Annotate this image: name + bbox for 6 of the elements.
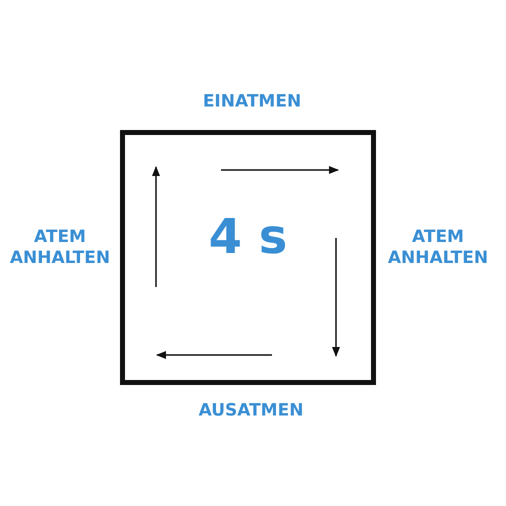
phase-label: AUSATMEN bbox=[198, 400, 304, 422]
phase-label: ATEM ANHALTEN bbox=[8, 226, 112, 270]
phase-label: ATEM ANHALTEN bbox=[386, 226, 490, 270]
duration-text: 4 s bbox=[208, 209, 288, 265]
square-frame bbox=[120, 130, 376, 385]
phase-label: EINATMEN bbox=[202, 91, 302, 113]
